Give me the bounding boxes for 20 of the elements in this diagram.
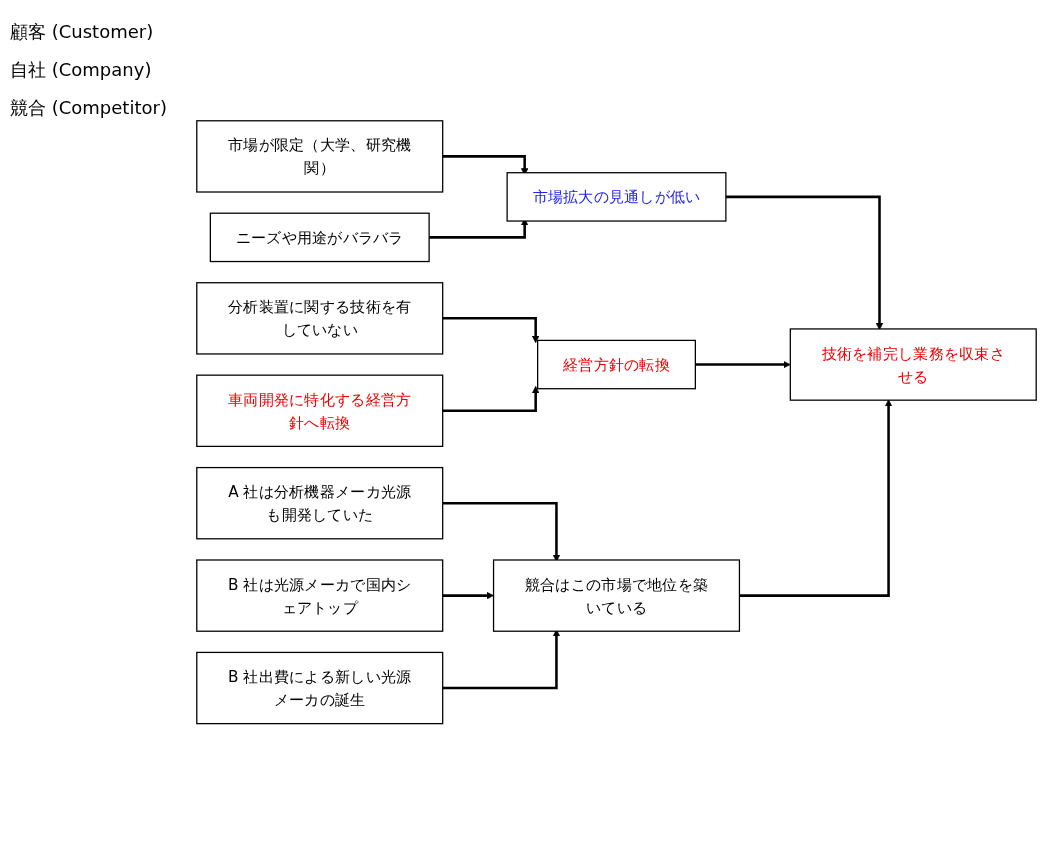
section-heading: 自社 (Company)	[10, 58, 153, 82]
node-box: 経営方針の転換	[537, 340, 696, 390]
node-box: 分析装置に関する技術を有していない	[196, 282, 444, 355]
arrow	[442, 317, 540, 344]
node-box: ニーズや用途がバラバラ	[209, 212, 430, 263]
arrow	[695, 361, 791, 369]
arrow	[739, 399, 893, 598]
section-heading: 顧客 (Customer)	[10, 20, 155, 44]
node-box: 技術を補完し業務を収束させる	[789, 328, 1037, 402]
node-box: B 社出費による新しい光源メーカの誕生	[196, 652, 444, 725]
arrow	[725, 195, 884, 331]
node-box: 市場が限定（大学、研究機関）	[196, 120, 444, 193]
node-box: A 社は分析機器メーカ光源も開発していた	[196, 467, 444, 540]
node-box: 市場拡大の見通しが低い	[506, 172, 727, 222]
node-box: 車両開発に特化する経営方針へ転換	[196, 374, 444, 448]
node-box: B 社は光源メーカで国内シェアトップ	[196, 559, 444, 633]
section-heading: 競合 (Competitor)	[10, 96, 168, 120]
node-box: 競合はこの市場で地位を築いている	[492, 559, 741, 633]
arrow	[442, 386, 540, 413]
arrow	[442, 592, 494, 600]
